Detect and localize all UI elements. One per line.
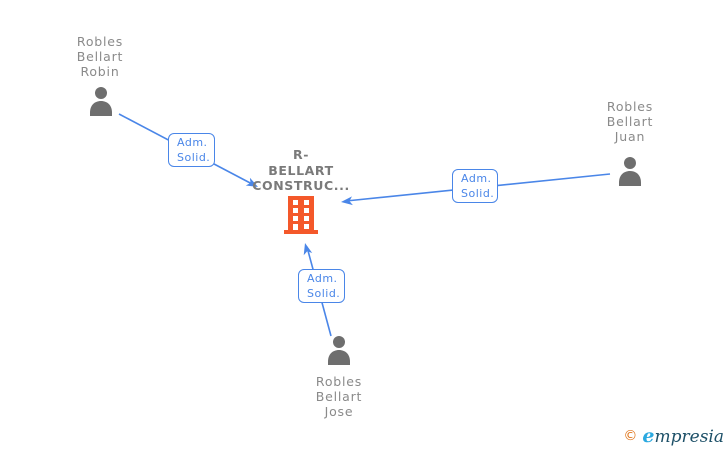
person-icon-robin[interactable]	[85, 86, 117, 118]
logo-first-letter: e	[642, 425, 655, 447]
edge-label-robin-company: Adm. Solid.	[168, 133, 215, 167]
person-name-robin: Robles Bellart Robin	[76, 34, 124, 79]
copyright-icon: ©	[623, 428, 638, 444]
person-name-juan: Robles Bellart Juan	[606, 99, 654, 144]
empresia-logo[interactable]: © empresia	[623, 425, 724, 447]
company-name: R- BELLART CONSTRUC...	[252, 147, 350, 193]
logo-wordmark: empresia	[642, 425, 724, 447]
arrowhead-jose-company	[303, 243, 313, 256]
person-icon-juan[interactable]	[614, 156, 646, 188]
edge-label-juan-company: Adm. Solid.	[452, 169, 498, 203]
person-name-jose: Robles Bellart Jose	[315, 374, 363, 419]
edge-label-jose-company: Adm. Solid.	[298, 269, 345, 303]
arrowhead-juan-company	[341, 196, 353, 206]
person-icon-jose[interactable]	[323, 335, 355, 367]
arrowhead-robin-company	[245, 177, 258, 187]
building-icon[interactable]	[284, 196, 318, 234]
logo-rest: mpresia	[654, 427, 725, 447]
